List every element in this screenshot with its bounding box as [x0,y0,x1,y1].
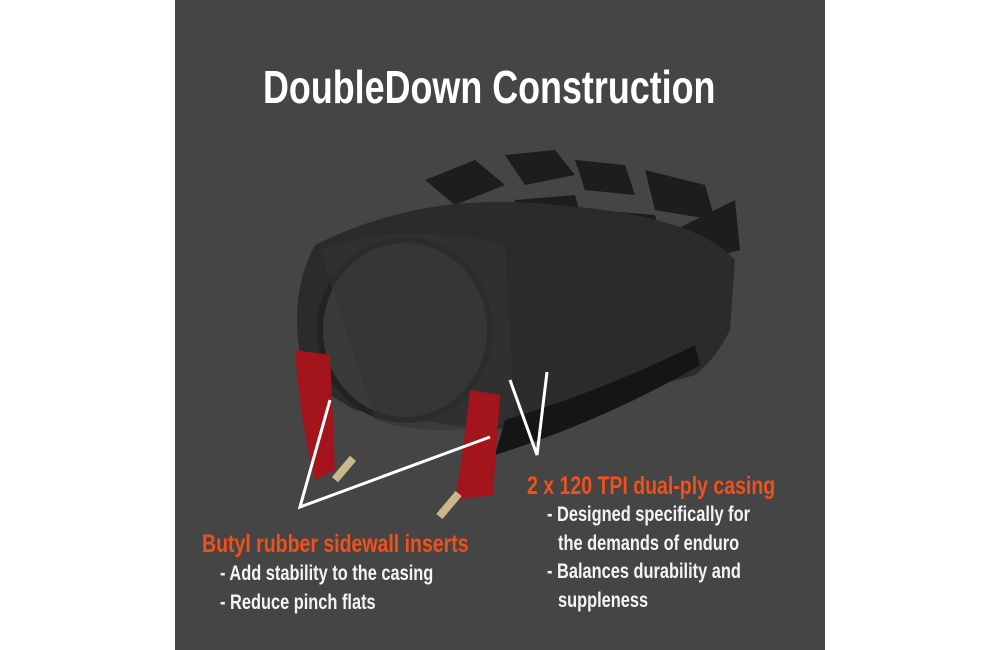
left-callout-bullet: - Reduce pinch flats [220,591,376,614]
tire-cutaway-illustration [295,150,740,520]
right-callout-bullet: - Balances durability and [547,560,741,583]
callout-lines [297,371,549,510]
right-callout-bullet: the demands of enduro [558,532,740,555]
left-callout-bullet: - Add stability to the casing [220,562,434,585]
right-sidewall-insert [455,390,500,500]
left-callout-heading: Butyl rubber sidewall inserts [202,530,469,558]
infographic-panel: DoubleDown Construction Butyl rubber sid… [175,0,825,650]
right-callout-bullet: suppleness [558,589,649,612]
right-callout-bullet: - Designed specifically for [547,503,750,526]
page-title: DoubleDown Construction [263,61,716,113]
right-callout-heading: 2 x 120 TPI dual-ply casing [527,472,776,500]
left-sidewall-insert [295,350,335,480]
